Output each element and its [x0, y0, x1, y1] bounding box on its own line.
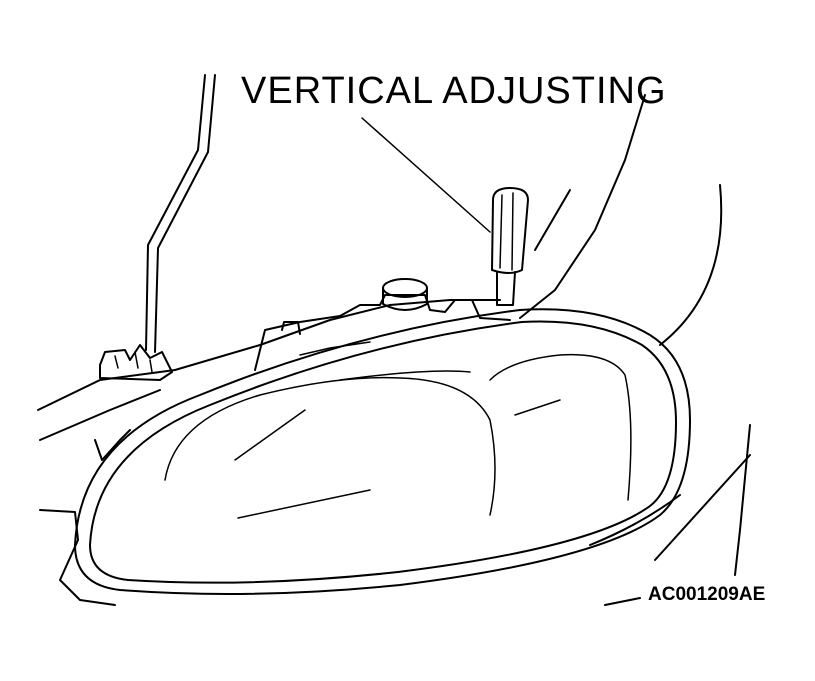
- mount-bracket: [99, 344, 173, 381]
- headlamp-lens-outer: [74, 308, 691, 595]
- callout-leader: [361, 117, 491, 233]
- hood-line-inner: [154, 74, 216, 353]
- side-clip: [94, 429, 131, 461]
- mount-bracket-detail: [114, 351, 153, 373]
- hood-line-outer: [145, 74, 206, 351]
- bumper-line: [589, 494, 681, 546]
- tool-shaft: [496, 271, 516, 306]
- reflector-left: [164, 376, 496, 516]
- small-tab: [281, 321, 301, 335]
- body-line-right-2: [534, 189, 571, 251]
- body-panel-left: [37, 299, 501, 411]
- reflector-left-top: [339, 370, 471, 381]
- lens-highlight-2: [237, 489, 371, 519]
- bumper-lower: [604, 597, 641, 606]
- headlamp-lens-inner: [89, 320, 677, 584]
- housing-top-mount: [254, 294, 511, 371]
- figure-code: AC001209AE: [648, 584, 766, 605]
- lens-highlight-1: [234, 409, 306, 461]
- tool-handle: [491, 187, 529, 274]
- body-lower-left: [39, 509, 116, 606]
- reflector-right: [489, 353, 632, 501]
- fender-curve-lower: [654, 454, 751, 561]
- adjust-cap-body: [382, 287, 428, 311]
- tool-handle-grip: [499, 192, 514, 271]
- housing-top-ridge: [299, 341, 371, 356]
- callout-label: VERTICAL ADJUSTING: [241, 70, 667, 112]
- body-panel-left-lower: [39, 389, 161, 441]
- fender-curve-right: [659, 184, 723, 346]
- fender-lower-right: [734, 424, 751, 576]
- body-line-right-1: [519, 94, 646, 319]
- lens-highlight-3: [514, 399, 561, 416]
